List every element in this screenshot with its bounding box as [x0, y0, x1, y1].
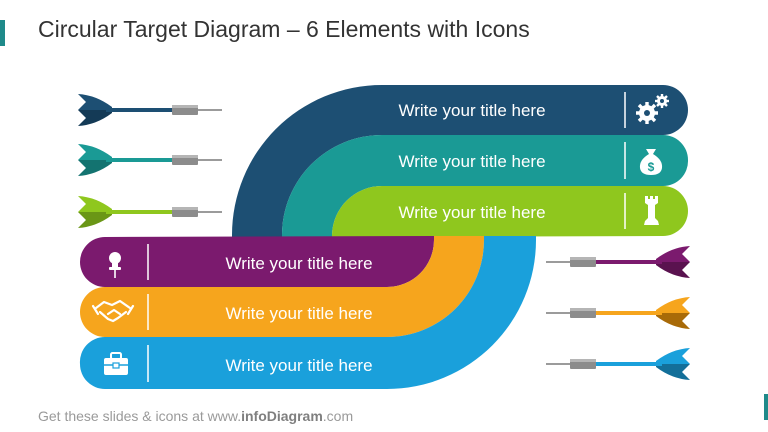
footer-credit: Get these slides & icons at www.infoDiag… [38, 408, 353, 424]
footer-suffix: .com [322, 408, 354, 424]
band-4 [80, 236, 434, 287]
item-label-6: Write your title here [225, 356, 372, 375]
dart-left-2 [78, 144, 223, 176]
footer-brand: infoDiagram [241, 408, 323, 424]
footer-prefix: Get these slides & icons at www. [38, 408, 242, 424]
dart-left-1 [78, 94, 223, 126]
money-bag-icon: $ [639, 149, 663, 175]
dart-right-1 [545, 246, 690, 278]
item-label-5: Write your title here [225, 304, 372, 323]
band-6 [79, 236, 536, 389]
right-accent-bar [764, 394, 768, 420]
item-label-3: Write your title here [398, 203, 545, 222]
handshake-icon [91, 299, 135, 323]
dart-left-3 [78, 196, 223, 228]
dart-right-3 [545, 348, 690, 380]
gears-icon [636, 94, 669, 124]
slide-title: Circular Target Diagram – 6 Elements wit… [38, 16, 530, 42]
chess-rook-icon [644, 196, 659, 225]
item-label-4: Write your title here [225, 254, 372, 273]
svg-text:$: $ [648, 160, 655, 174]
band-5 [80, 236, 484, 337]
item-label-1: Write your title here [398, 101, 545, 120]
icon-separators [147, 92, 626, 382]
band-1 [232, 85, 688, 237]
dart-right-2 [545, 297, 690, 329]
item-label-2: Write your title here [398, 152, 545, 171]
push-pin-icon [109, 252, 121, 278]
band-3 [332, 186, 688, 237]
left-accent-bar [0, 20, 5, 46]
toolbox-icon [104, 352, 128, 375]
